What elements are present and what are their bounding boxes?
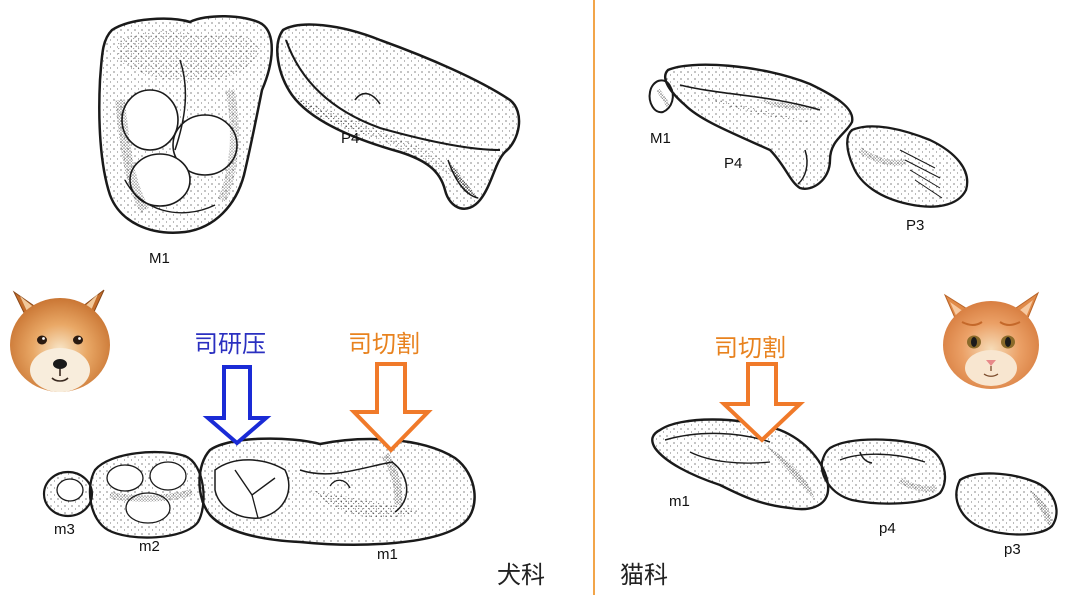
grinding-arrow [202, 365, 272, 446]
dog-lower-m1-label: m1 [377, 546, 398, 563]
cat-upper-p4-tooth [663, 63, 854, 190]
shiba-dog-face-icon [10, 289, 110, 392]
dog-upper-m1-tooth [98, 14, 273, 234]
dog-lower-m3-tooth [42, 470, 94, 518]
dog-upper-p4-label: P4 [341, 130, 360, 147]
dog-lower-m2-tooth [88, 450, 205, 539]
dog-family-label: 犬科 [497, 561, 545, 589]
cat-lower-p3-tooth [955, 472, 1058, 536]
cat-lower-p4-tooth [820, 438, 947, 505]
cat-lower-p3-label: p3 [1004, 541, 1021, 558]
dog-cutting-caption: 司切割 [348, 330, 420, 358]
cat-lower-p4-label: p4 [879, 520, 896, 537]
dog-upper-p4-tooth [276, 23, 521, 210]
cat-family-label: 猫科 [620, 561, 668, 589]
cat-upper-m1-label: M1 [650, 130, 671, 147]
kitten-face-icon [943, 291, 1040, 389]
cat-upper-p3-label: P3 [906, 217, 925, 234]
dog-lower-m1-tooth [198, 437, 476, 546]
cat-upper-m1-tooth [648, 79, 674, 114]
grinding-caption: 司研压 [194, 330, 266, 358]
cat-cutting-caption: 司切割 [714, 334, 786, 362]
dog-upper-m1-label: M1 [149, 250, 170, 267]
cat-upper-p4-label: P4 [724, 155, 743, 172]
cat-upper-p3-tooth [846, 125, 969, 208]
dog-lower-m3-label: m3 [54, 521, 75, 538]
cat-lower-m1-label: m1 [669, 493, 690, 510]
dog-cutting-arrow [349, 362, 433, 453]
panel-divider [593, 0, 595, 595]
cat-cutting-arrow [718, 362, 806, 443]
dog-lower-m2-label: m2 [139, 538, 160, 555]
